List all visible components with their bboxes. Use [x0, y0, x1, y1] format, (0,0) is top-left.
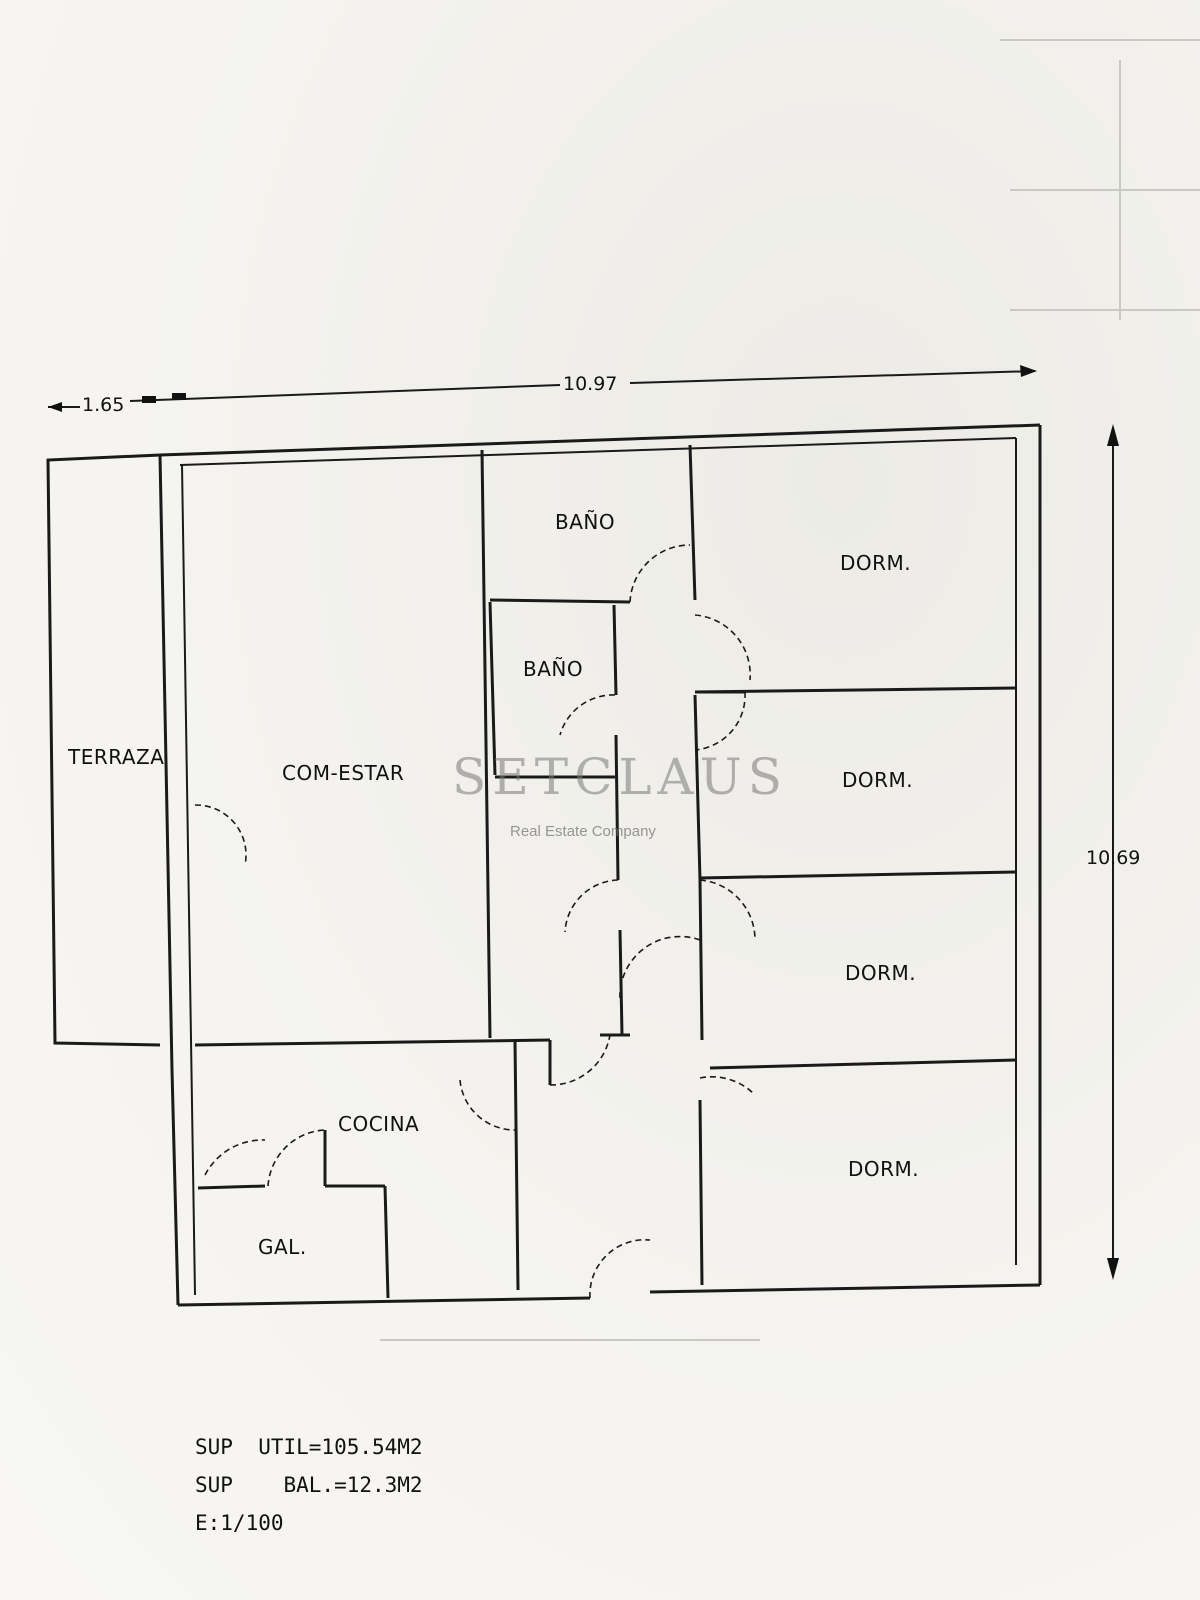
room-label-cocina: COCINA — [338, 1112, 419, 1136]
room-label-bano-2: BAÑO — [523, 657, 583, 681]
room-label-com-estar: COM-ESTAR — [282, 761, 404, 785]
ghost-marks — [380, 39, 1200, 1341]
terrace-width-label: 1.65 — [82, 394, 124, 416]
surface-notes: SUP UTIL=105.54M2 SUP BAL.=12.3M2 E:1/10… — [195, 1428, 423, 1542]
note-sup-util: SUP UTIL=105.54M2 — [195, 1435, 423, 1459]
note-sup-bal: SUP BAL.=12.3M2 — [195, 1473, 423, 1497]
interior-walls — [194, 444, 1017, 1299]
room-label-dorm-4: DORM. — [848, 1157, 919, 1181]
total-width-label: 10.97 — [563, 373, 617, 395]
room-label-bano-1: BAÑO — [555, 510, 615, 534]
room-label-dorm-2: DORM. — [842, 768, 913, 792]
top-dimension: 1.65 10.97 — [48, 365, 1037, 416]
note-scale: E:1/100 — [195, 1511, 284, 1535]
watermark-tagline: Real Estate Company — [510, 823, 656, 840]
room-label-dorm-1: DORM. — [840, 551, 911, 575]
right-dimension: 10.69 — [1086, 424, 1140, 1280]
outer-walls — [158, 423, 1042, 1307]
door-swings — [194, 544, 756, 1299]
room-labels: TERRAZA COM-ESTAR BAÑO BAÑO DORM. DORM. … — [67, 510, 919, 1259]
room-label-dorm-3: DORM. — [845, 961, 916, 985]
total-depth-label: 10.69 — [1086, 847, 1140, 869]
terrace-outline — [46, 453, 161, 1047]
watermark-brand: SETCLAUS — [452, 748, 789, 806]
room-label-terraza: TERRAZA — [67, 745, 164, 769]
room-label-gal: GAL. — [258, 1235, 307, 1259]
